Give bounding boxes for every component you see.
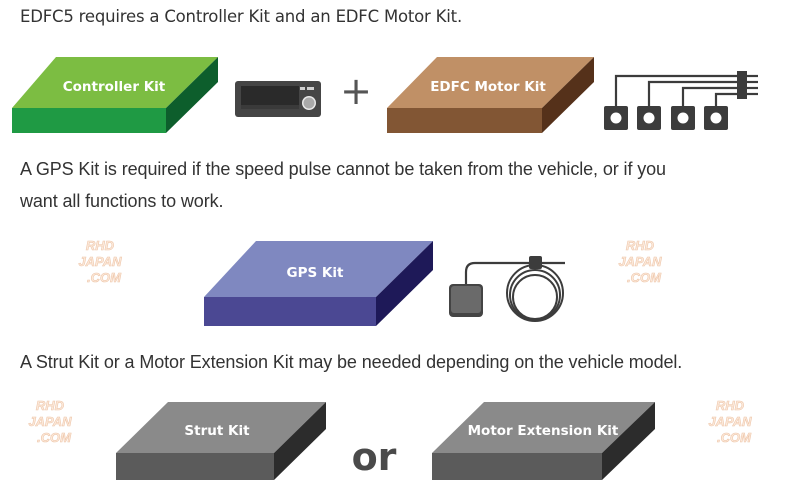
- edfc-motor-kit-box: EDFC Motor Kit: [387, 57, 594, 133]
- motor-kit-label: EDFC Motor Kit: [430, 79, 546, 95]
- strut-kit-top-face: [116, 402, 326, 453]
- gps-caption-line-1: A GPS Kit is required if the speed pulse…: [20, 159, 666, 179]
- watermark-text: .COM: [87, 270, 122, 285]
- controller-kit-front-face: [12, 108, 166, 133]
- controller-display-icon: [235, 81, 321, 117]
- plus-symbol: +: [340, 69, 372, 113]
- extension-kit-front-face: [432, 453, 602, 480]
- strut-kit-front-face: [116, 453, 274, 480]
- watermark-text: .COM: [37, 430, 72, 445]
- watermark-text: RHD: [716, 398, 745, 413]
- controller-kit-top-face: [12, 57, 218, 108]
- extension-kit-top-face: [432, 402, 655, 453]
- gps-kit-top-face: [204, 241, 433, 297]
- optional-kit-caption: A Strut Kit or a Motor Extension Kit may…: [20, 352, 683, 372]
- intro-caption: EDFC5 requires a Controller Kit and an E…: [20, 7, 462, 26]
- motor-kit-front-face: [387, 108, 542, 133]
- watermark-text: RHD: [36, 398, 65, 413]
- gps-kit-label: GPS Kit: [287, 265, 344, 281]
- gps-kit-front-face: [204, 297, 376, 326]
- watermark-text: RHD: [626, 238, 655, 253]
- gps-caption-line-2: want all functions to work.: [20, 191, 224, 211]
- watermark-text: JAPAN: [618, 254, 662, 269]
- or-separator: or: [352, 435, 397, 479]
- strut-kit-box: Strut Kit: [116, 402, 326, 480]
- controller-kit-label: Controller Kit: [63, 79, 166, 95]
- gps-antenna-icon: [449, 256, 565, 322]
- watermark-text: JAPAN: [78, 254, 122, 269]
- controller-kit-box: Controller Kit: [12, 57, 218, 133]
- watermark-text: .COM: [627, 270, 662, 285]
- watermark-text: RHD: [86, 238, 115, 253]
- extension-kit-side-face: [602, 402, 655, 480]
- watermark-layer: RHDJAPAN.COMRHDJAPAN.COMRHDJAPAN.COMRHDJ…: [28, 238, 752, 446]
- gps-kit-side-face: [376, 241, 433, 326]
- strut-kit-label: Strut Kit: [184, 423, 250, 439]
- strut-kit-side-face: [274, 402, 326, 480]
- motor-kit-top-face: [387, 57, 594, 108]
- controller-kit-side-face: [166, 57, 218, 133]
- gps-kit-box: GPS Kit: [204, 241, 433, 326]
- motor-kit-side-face: [542, 57, 594, 133]
- motor-extension-kit-box: Motor Extension Kit: [432, 402, 655, 480]
- extension-kit-label: Motor Extension Kit: [468, 423, 619, 439]
- watermark-text: .COM: [717, 430, 752, 445]
- watermark-text: JAPAN: [28, 414, 72, 429]
- motor-actuator-harness-icon: [604, 71, 758, 130]
- watermark-text: JAPAN: [708, 414, 752, 429]
